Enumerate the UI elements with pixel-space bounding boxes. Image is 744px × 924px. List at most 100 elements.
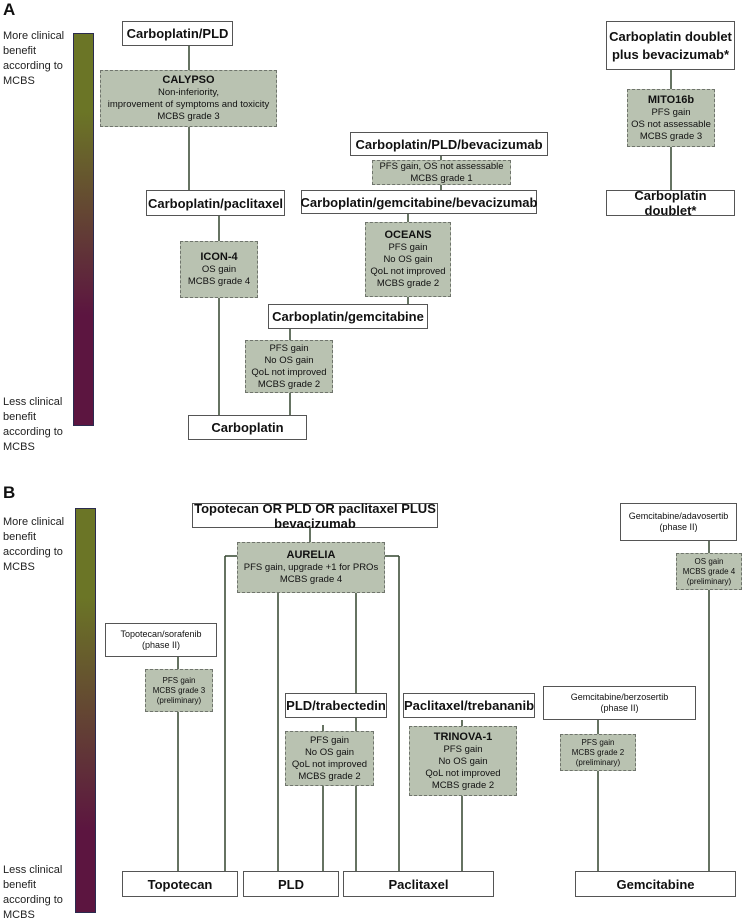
trial-line: MCBS grade 2 [257,378,321,390]
trial-line: Non-inferiority, [157,87,220,98]
trial-trinova-1: TRINOVA-1 PFS gain No OS gain QoL not im… [409,726,517,796]
regimen-pld: PLD [243,871,339,897]
trial-line: PFS gain [309,734,350,746]
trial-line: (preliminary) [686,576,732,586]
trial-line: PFS gain [651,106,691,118]
trial-line: QoL not improved [425,767,501,779]
trial-name: TRINOVA-1 [433,730,493,743]
regimen-gemcitabine: Gemcitabine [575,871,736,897]
benefit-gradient-bar [73,33,94,426]
trial-line: No OS gain [438,755,488,767]
regimen-topotecan-sorafenib: Topotecan/sorafenib (phase II) [105,623,217,657]
regimen-gemcitabine-berzosertib: Gemcitabine/berzosertib (phase II) [543,686,696,720]
trial-line: MCBS grade 3 [152,685,206,695]
trial-name: OCEANS [384,229,432,241]
trial-line: PFS gain, upgrade +1 for PROs [243,562,379,573]
caption-line: MCBS [3,75,35,87]
regimen-line: (phase II) [600,703,639,713]
caption-line: MCBS [3,441,35,453]
trial-name: ICON-4 [200,251,238,263]
caption-line: benefit [3,879,37,891]
regimen-carboplatin-doublet: Carboplatin doublet* [606,188,735,218]
trial-line: MCBS grade 4 [682,566,736,576]
trial-gemcitabine-berzosertib: PFS gain MCBS grade 2 (preliminary) [560,734,636,771]
caption-line: benefit [3,531,37,543]
regimen-line: Gemcitabine/berzosertib [570,692,669,702]
trial-line: PFS gain [388,242,428,253]
trial-line: MCBS grade 2 [298,770,361,782]
regimen-carboplatin-paclitaxel: Carboplatin/paclitaxel [146,190,285,216]
caption-line: More clinical [3,30,65,42]
regimen-line: Topotecan/sorafenib [120,629,202,639]
trial-line: OS gain [201,264,237,275]
caption-line: More clinical [3,516,65,528]
trial-name: CALYPSO [162,74,215,86]
regimen-topotecan: Topotecan [122,871,238,897]
regimen-carboplatin-pld: Carboplatin/PLD [122,21,233,46]
regimen-line: (phase II) [659,522,698,532]
caption-line: Less clinical [3,864,63,876]
caption-line: according to [3,546,63,558]
trial-line: PFS gain [162,675,196,685]
panel-b-label: B [3,483,16,502]
regimen-topotecan-pld-paclitaxel-bevacizumab: Topotecan OR PLD OR paclitaxel PLUS beva… [192,501,438,531]
trial-line: PFS gain [443,743,483,755]
trial-line: MCBS grade 4 [187,276,251,287]
panel-a-top-caption: More clinical benefit according to MCBS [3,29,64,89]
panel-b-top-caption: More clinical benefit according to MCBS [3,515,64,575]
regimen-carboplatin-pld-bevacizumab: Carboplatin/PLD/bevacizumab [350,132,548,156]
trial-line: QoL not improved [251,366,327,378]
caption-line: MCBS [3,561,35,573]
panel-a-label: A [3,0,16,19]
trial-topotecan-sorafenib: PFS gain MCBS grade 3 (preliminary) [145,669,213,712]
trial-line: MCBS grade 1 [410,172,473,184]
trial-calypso: CALYPSO Non-inferiority, improvement of … [100,70,277,127]
benefit-gradient-bar [75,508,96,913]
trial-line: PFS gain, OS not assessable [379,160,504,172]
trial-name: MITO16b [647,93,695,106]
trial-line: (preliminary) [156,695,202,705]
regimen-carboplatin-gemcitabine-bevacizumab: Carboplatin/gemcitabine/bevacizumab [301,190,537,214]
trial-line: QoL not improved [370,266,446,277]
trial-line: No OS gain [383,254,433,265]
trial-line: MCBS grade 3 [157,111,220,122]
regimen-carboplatin-doublet-bevacizumab: Carboplatin doublet plus bevacizumab* [606,21,735,70]
caption-line: benefit [3,45,37,57]
caption-line: according to [3,60,63,72]
trial-oceans: OCEANS PFS gain No OS gain QoL not impro… [365,222,451,297]
trial-line: OS gain [694,556,724,566]
trial-line: PFS gain [581,737,615,747]
trial-pld-trabectedin: PFS gain No OS gain QoL not improved MCB… [285,731,374,786]
trial-line: MCBS grade 3 [639,130,703,142]
regimen-line: Carboplatin doublet [609,28,732,44]
trial-line: MCBS grade 2 [431,779,495,791]
trial-line: MCBS grade 2 [376,278,440,289]
trial-aurelia: AURELIA PFS gain, upgrade +1 for PROs MC… [237,542,385,593]
caption-line: benefit [3,411,37,423]
panel-b-bottom-caption: Less clinical benefit according to MCBS [3,863,63,923]
trial-name: AURELIA [286,549,336,561]
regimen-line: Gemcitabine/adavosertib [628,511,729,521]
trial-gemcitabine-adavosertib: OS gain MCBS grade 4 (preliminary) [676,553,742,590]
trial-line: No OS gain [304,746,355,758]
trial-line: (preliminary) [575,757,621,767]
panel-a-bottom-caption: Less clinical benefit according to MCBS [3,395,63,455]
caption-line: MCBS [3,909,35,921]
trial-line: PFS gain [269,342,309,354]
regimen-carboplatin-gemcitabine: Carboplatin/gemcitabine [268,304,428,329]
caption-line: Less clinical [3,396,63,408]
regimen-gemcitabine-adavosertib: Gemcitabine/adavosertib (phase II) [620,503,737,541]
trial-carbo-gem: PFS gain No OS gain QoL not improved MCB… [245,340,333,393]
regimen-pld-trabectedin: PLD/trabectedin [285,693,387,718]
trial-line: improvement of symptoms and toxicity [107,99,270,110]
regimen-paclitaxel-trebananib: Paclitaxel/trebananib [403,693,535,718]
trial-line: MCBS grade 2 [571,747,625,757]
trial-mito16b: MITO16b PFS gain OS not assessable MCBS … [627,89,715,147]
trial-line: No OS gain [264,354,314,366]
trial-pfs-os-not-assessable: PFS gain, OS not assessable MCBS grade 1 [372,160,511,185]
caption-line: according to [3,894,63,906]
trial-line: MCBS grade 4 [279,574,343,585]
trial-line: OS not assessable [631,118,711,130]
regimen-line: plus bevacizumab* [611,46,730,62]
regimen-paclitaxel: Paclitaxel [343,871,494,897]
